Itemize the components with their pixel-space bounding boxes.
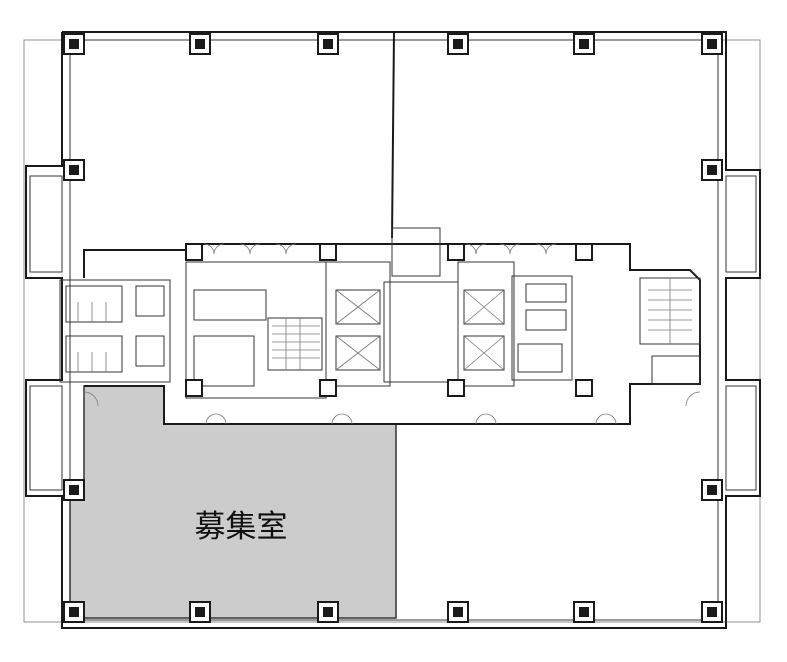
building-core (59, 227, 701, 425)
vacant-room[interactable]: 募集室 (69, 385, 397, 619)
columns (63, 33, 723, 623)
doors (83, 243, 701, 425)
room-label: 募集室 (195, 509, 288, 545)
window-bays (29, 175, 757, 491)
